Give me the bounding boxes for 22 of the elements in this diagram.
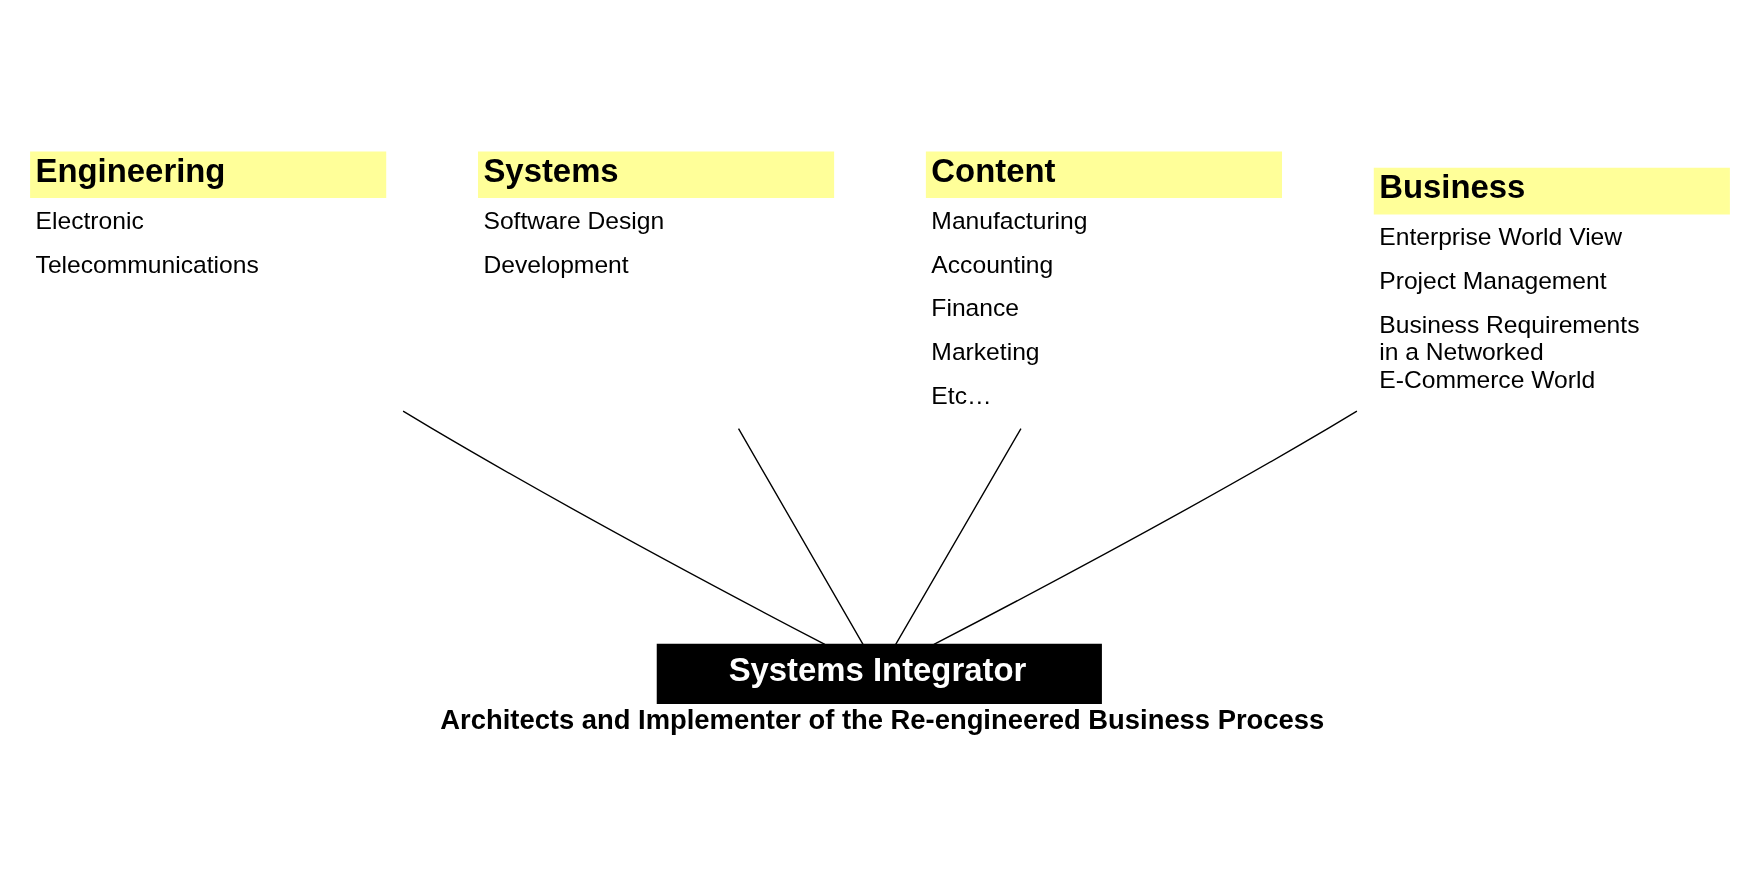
node-label: Software Design bbox=[483, 206, 665, 234]
node-box: Engineering bbox=[30, 151, 387, 198]
node-label: Electronic bbox=[35, 206, 144, 234]
connector bbox=[933, 410, 1358, 646]
node-box: Business bbox=[1373, 167, 1730, 215]
node-label: Manufacturing bbox=[931, 206, 1088, 234]
node-label: Marketing bbox=[931, 338, 1040, 366]
caption: Architects and Implementer of the Re-engineered Business Process bbox=[440, 704, 1325, 736]
node-label: Etc… bbox=[931, 382, 992, 410]
node-label: Enterprise World View bbox=[1379, 223, 1623, 251]
node-label: Development bbox=[483, 250, 629, 278]
connector bbox=[895, 427, 1022, 646]
node-label: Business Requirements in a Networked E-Commerce World bbox=[1379, 310, 1640, 393]
node-label: Finance bbox=[931, 294, 1020, 322]
node-label: Telecommunications bbox=[35, 250, 259, 278]
node-label: Accounting bbox=[931, 250, 1054, 278]
node-label: Project Management bbox=[1379, 266, 1607, 294]
node-box: Systems bbox=[478, 151, 835, 198]
node-box: Content bbox=[925, 151, 1282, 198]
connector bbox=[737, 427, 864, 646]
connector bbox=[402, 410, 826, 646]
node-box: Systems Integrator bbox=[656, 643, 1102, 705]
